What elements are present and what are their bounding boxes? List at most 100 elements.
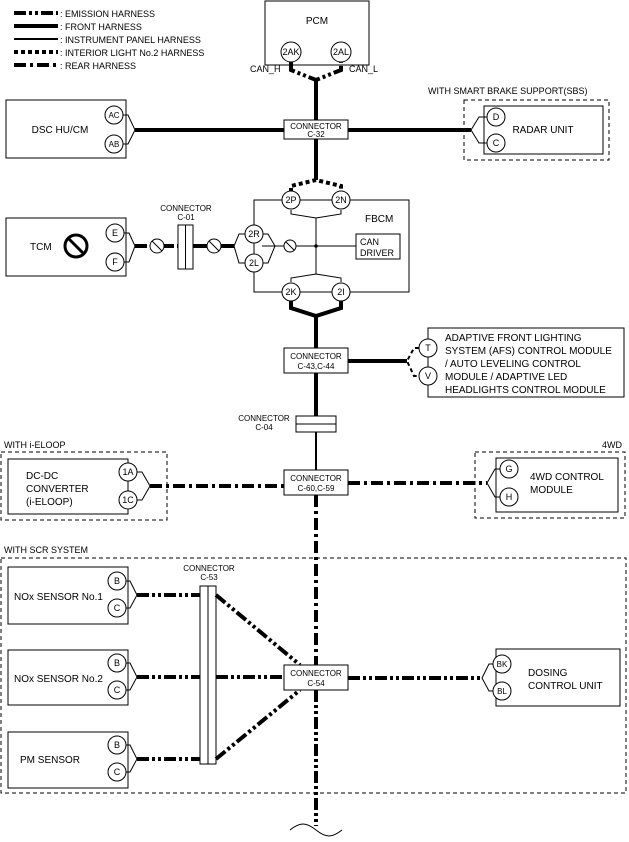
legend-front-label: : FRONT HARNESS [60, 22, 142, 32]
legend-emission-label: : EMISSION HARNESS [60, 9, 155, 19]
legend: : EMISSION HARNESS : FRONT HARNESS : INS… [14, 9, 204, 71]
tcm-pin-e-label: E [112, 228, 118, 238]
terminator-icon-1 [149, 238, 165, 254]
connector-c01-title: CONNECTOR [160, 204, 212, 213]
dsc-pin-ab-label: AB [109, 140, 120, 149]
sbs-group: WITH SMART BRAKE SUPPORT(SBS) RADAR UNIT… [348, 86, 610, 161]
pcm-label: PCM [306, 16, 328, 27]
connector-c54-code: C-54 [307, 679, 325, 688]
connector-c04: CONNECTOR C-04 [238, 414, 337, 433]
ieloop-group: WITH i-ELOOP DC-DC CONVERTER (i-ELOOP) 1… [0, 440, 284, 521]
afs-module: ADAPTIVE FRONT LIGHTING SYSTEM (AFS) CON… [348, 327, 625, 398]
afs-line-5: HEADLIGHTS CONTROL MODULE [445, 385, 606, 396]
dosing-line-1: DOSING [528, 668, 568, 679]
fbcm-pin-2k-label: 2K [285, 287, 296, 297]
nox2-pin-b-label: B [114, 658, 120, 668]
fbcm-bottom-wire [289, 301, 343, 319]
radar-unit-label: RADAR UNIT [512, 125, 573, 136]
afs-line-3: / AUTO LEVELING CONTROL [445, 359, 581, 370]
legend-ip-label: : INSTRUMENT PANEL HARNESS [60, 35, 201, 45]
fbcm-pin-2l-label: 2L [249, 258, 259, 268]
fourwd-group: 4WD 4WD CONTROL MODULE G H [348, 440, 626, 519]
scr-group: WITH SCR SYSTEM [0, 545, 627, 794]
dosing-box [495, 648, 621, 707]
legend-rear-label: : REAR HARNESS [60, 61, 136, 71]
fbcm-side-pin-link [263, 233, 276, 264]
legend-interior-label: : INTERIOR LIGHT No.2 HARNESS [60, 48, 204, 58]
afs-pin-v-label: V [425, 371, 431, 381]
connector-c43-code: C-43,C-44 [298, 362, 335, 371]
connector-c43-box [283, 347, 349, 374]
pcm-module: PCM 2AK 2AL CAN_H CAN_L [250, 0, 378, 83]
can-l-label: CAN_L [349, 64, 378, 74]
tcm-module: TCM E F [5, 217, 136, 277]
c53-c54-wire-1 [214, 593, 302, 667]
fbcm-pin-2p-label: 2P [285, 195, 296, 205]
connector-c53-title: CONNECTOR [183, 564, 235, 573]
fbcm-label: FBCM [365, 214, 393, 225]
radar-pin-d-label: D [493, 112, 500, 122]
pcm-pin-2al-label: 2AL [333, 47, 349, 57]
tcm-prohibited-icon [63, 233, 89, 259]
pcm-box [264, 0, 370, 66]
dosing-pin-loop [481, 663, 493, 692]
connector-c01: CONNECTOR C-01 [160, 204, 212, 270]
c53-c54-wire-3 [214, 688, 302, 761]
connector-c32: CONNECTOR C-32 [283, 119, 349, 140]
connector-c60-box [283, 469, 349, 496]
fbcm-junction-dot [314, 244, 318, 248]
dosing-pin-bl-label: BL [497, 687, 507, 696]
radar-pin-c-label: C [493, 138, 500, 148]
fbcm-pin-2n [331, 190, 351, 210]
pm-box [7, 731, 129, 789]
sbs-group-label: WITH SMART BRAKE SUPPORT(SBS) [428, 86, 588, 96]
fbcm-module: FBCM CAN DRIVER 2P 2N 2R 2L 2K 2I [233, 190, 410, 302]
afs-pin-loop [405, 347, 419, 377]
can-h-label: CAN_H [250, 64, 281, 74]
fourwd-pin-g-label: G [505, 464, 512, 474]
dcdc-line-1: DC-DC [26, 471, 58, 482]
dsc-pin-ac-label: AC [108, 111, 119, 120]
fbcm-side-pin-loop [233, 233, 245, 264]
afs-line-4: MODULE / ADAPTIVE LED [445, 372, 567, 383]
nox2-label: NOx SENSOR No.2 [14, 674, 103, 685]
connector-c60-title: CONNECTOR [290, 474, 342, 483]
nox1-box [7, 566, 129, 625]
connector-c32-box [283, 119, 349, 140]
ieloop-group-label: WITH i-ELOOP [4, 440, 66, 450]
tcm-label: TCM [30, 242, 52, 253]
fourwd-pin-h-label: H [506, 492, 513, 502]
pm-pin-c-label: C [114, 767, 121, 777]
fbcm-pin-2r-label: 2R [248, 229, 260, 239]
pm-pin-b-label: B [114, 740, 120, 750]
nox2-sensor: NOx SENSOR No.2 B C [7, 649, 200, 706]
afs-line-1: ADAPTIVE FRONT LIGHTING [445, 333, 582, 344]
can-driver-box [355, 233, 401, 260]
dosing-pin-bk-label: BK [497, 660, 508, 669]
scr-group-label: WITH SCR SYSTEM [4, 545, 88, 555]
connector-c32-title: CONNECTOR [290, 122, 342, 131]
dsc-label: DSC HU/CM [32, 125, 89, 136]
nox1-label: NOx SENSOR No.1 [14, 592, 103, 603]
connector-c04-code: C-04 [255, 423, 273, 432]
nox2-box [7, 649, 129, 706]
dcdc-pin-1c-label: 1C [122, 495, 134, 505]
connector-c54: CONNECTOR C-54 [283, 664, 349, 691]
dcdc-box [7, 458, 129, 515]
fbcm-pin-2p [281, 190, 301, 210]
connector-c43-title: CONNECTOR [290, 352, 342, 361]
dosing-line-2: CONTROL UNIT [528, 681, 603, 692]
afs-pin-t-label: T [425, 343, 431, 353]
tcm-pin-f-label: F [112, 257, 118, 267]
can-driver-label-1: CAN [360, 237, 379, 247]
connector-c04-title: CONNECTOR [238, 414, 290, 423]
connector-c01-code: C-01 [177, 213, 195, 222]
fourwd-line-1: 4WD CONTROL [530, 472, 604, 483]
pcm-pin-2ak-label: 2AK [282, 47, 299, 57]
scr-dashed-frame [0, 557, 627, 794]
afs-line-2: SYSTEM (AFS) CONTROL MODULE [445, 346, 612, 357]
afs-box [427, 327, 625, 398]
pm-label: PM SENSOR [20, 755, 80, 766]
dosing-unit: DOSING CONTROL UNIT BK BL [348, 648, 621, 707]
